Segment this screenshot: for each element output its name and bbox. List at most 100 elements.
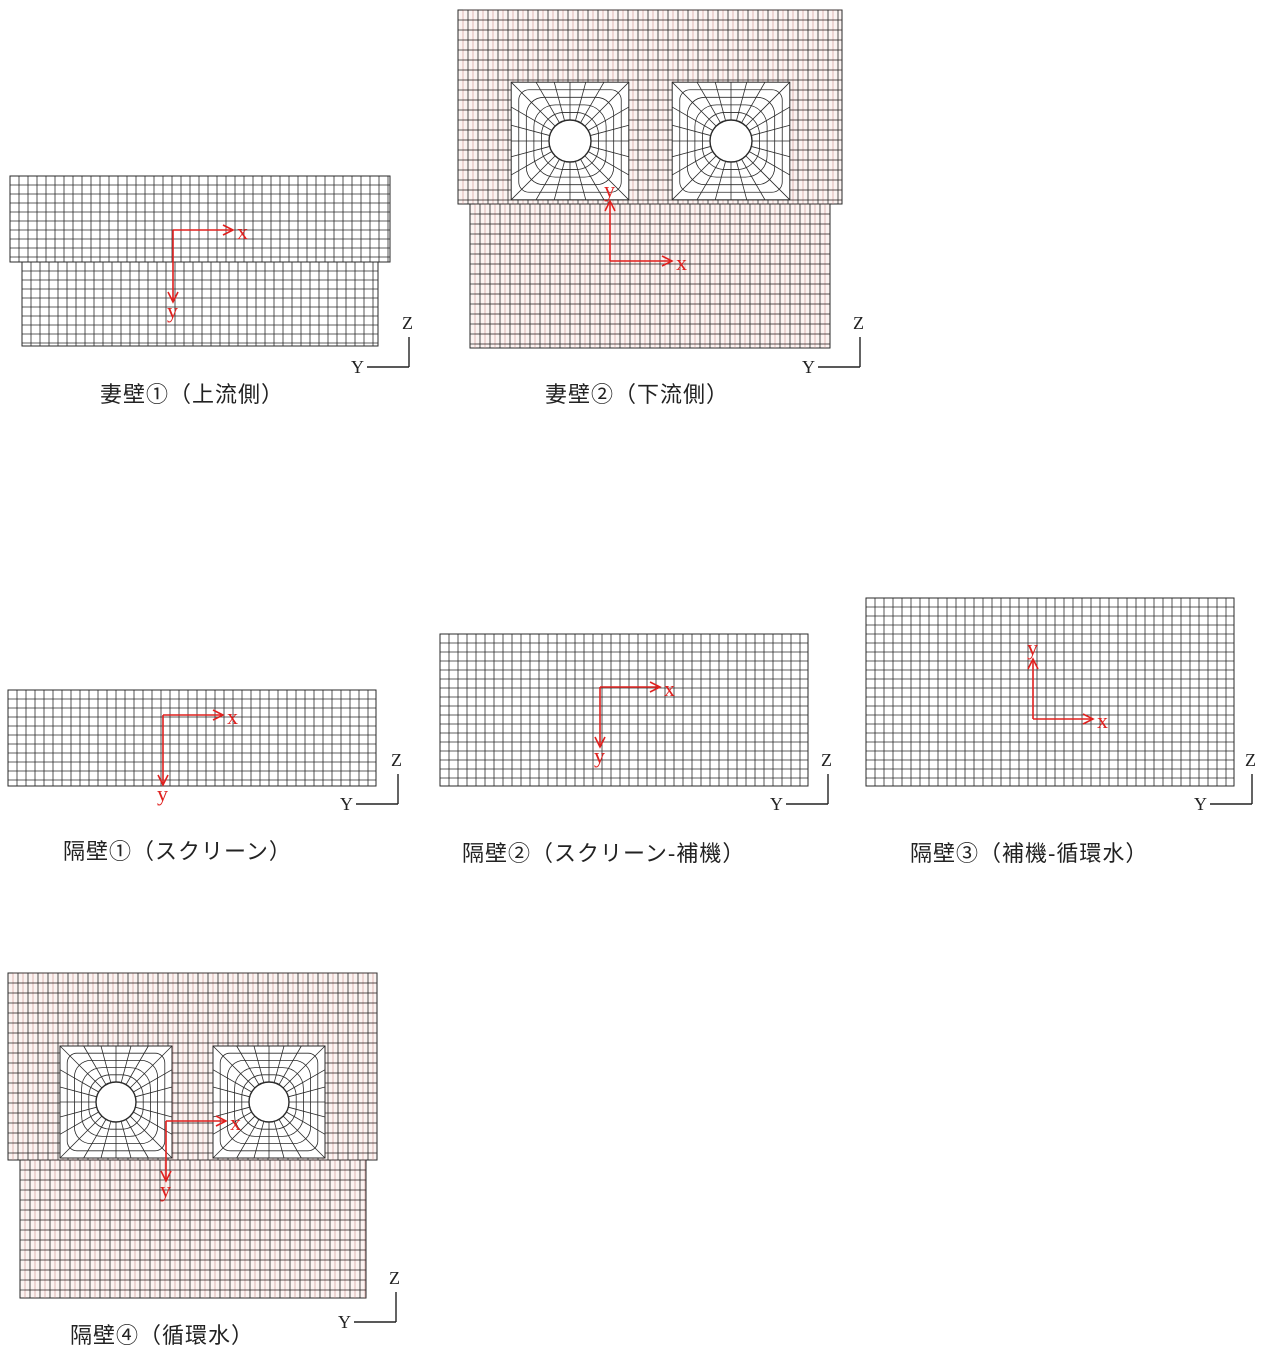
opening-radial-line	[575, 82, 587, 121]
opening-radial-line	[714, 82, 726, 121]
opening-radial-line	[236, 1119, 260, 1159]
opening-radial-line	[714, 161, 726, 200]
opening-radial-line	[672, 124, 711, 136]
opening-radial-line	[273, 1045, 285, 1083]
opening-hole	[248, 1081, 290, 1123]
opening-radial-line	[59, 1086, 97, 1098]
global-y-label: Y	[351, 357, 364, 377]
opening-radial-line	[288, 1086, 326, 1098]
local-x-label: x	[237, 219, 248, 244]
local-x-label: x	[676, 250, 687, 275]
mesh-lines	[21, 261, 378, 346]
opening-radial-line	[584, 155, 630, 201]
global-y-label: Y	[1194, 794, 1207, 814]
opening-ring	[702, 112, 760, 170]
opening-ring	[74, 1060, 158, 1145]
opening-radial-line	[510, 155, 556, 201]
opening-radial-line	[696, 81, 721, 124]
local-y-label: y	[1027, 635, 1038, 660]
opening-radial-line	[59, 1106, 97, 1118]
global-z-label: Z	[821, 750, 832, 770]
local-x-arrowhead	[649, 681, 662, 693]
opening-radial-line	[751, 146, 790, 158]
local-y-arrowhead	[594, 736, 606, 749]
opening-radial-line	[133, 1069, 173, 1093]
opening-radial-line	[672, 151, 714, 176]
opening-radial-line	[511, 146, 550, 158]
mesh-outline	[865, 597, 1235, 787]
opening-radial-line	[587, 151, 629, 176]
opening-radial-line	[129, 1115, 173, 1159]
mesh-lines	[439, 633, 808, 786]
opening-radial-line	[286, 1069, 326, 1093]
opening-radial-line	[83, 1119, 107, 1159]
caption-partition-2: 隔壁②（スクリーン-補機）	[462, 842, 746, 867]
opening-radial-line	[748, 151, 790, 176]
opening-radial-line	[59, 1115, 103, 1159]
mesh-outline	[7, 689, 377, 787]
mesh-outline	[439, 633, 809, 787]
opening-radial-line	[135, 1106, 173, 1118]
opening-radial-line	[741, 158, 766, 201]
caption-endwall-1: 妻壁①（上流側）	[100, 383, 285, 408]
global-y-label: Y	[338, 1312, 351, 1332]
opening-radial-line	[100, 1121, 112, 1159]
opening-radial-line	[212, 1111, 252, 1135]
local-y-arrowhead	[1027, 657, 1039, 670]
opening-radial-line	[751, 124, 790, 136]
mesh-lines	[469, 203, 831, 348]
local-y-label: y	[167, 298, 178, 323]
opening-radial-line	[510, 81, 556, 127]
opening-radial-line	[282, 1115, 326, 1159]
mesh-lines	[865, 597, 1234, 786]
opening-radial-line	[535, 158, 560, 201]
opening-ring	[66, 1052, 166, 1152]
opening-radial-line	[278, 1119, 302, 1159]
opening-ring	[226, 1060, 311, 1145]
opening-hole	[95, 1081, 137, 1123]
opening-radial-line	[120, 1121, 132, 1159]
opening-ring	[241, 1074, 297, 1130]
caption-partition-4: 隔壁④（循環水）	[70, 1324, 255, 1349]
opening-radial-line	[100, 1045, 112, 1083]
opening-radial-line	[59, 1069, 99, 1093]
opening-radial-line	[672, 106, 714, 131]
opening-ring	[518, 89, 622, 193]
opening-radial-line	[125, 1119, 149, 1159]
opening-radial-line	[511, 124, 550, 136]
local-y-label: y	[594, 743, 605, 768]
opening-radial-line	[59, 1111, 99, 1135]
opening-radial-line	[212, 1086, 250, 1098]
opening-radial-line	[282, 1045, 326, 1089]
opening-ring	[679, 89, 783, 193]
opening-radial-line	[590, 146, 629, 158]
global-y-label: Y	[802, 357, 815, 377]
opening-radial-line	[83, 1045, 107, 1085]
global-z-label: Z	[391, 750, 402, 770]
local-x-label: x	[664, 676, 675, 701]
global-y-label: Y	[770, 794, 783, 814]
opening-radial-line	[587, 106, 629, 131]
local-x-label: x	[227, 704, 238, 729]
opening-ring	[81, 1067, 151, 1137]
opening-ring	[686, 96, 776, 186]
opening-radial-line	[212, 1069, 252, 1093]
opening-radial-line	[511, 151, 553, 176]
caption-partition-1: 隔壁①（スクリーン）	[63, 840, 292, 865]
local-x-arrowhead	[222, 224, 235, 236]
opening-radial-line	[671, 155, 717, 201]
local-y-arrowhead	[157, 774, 169, 787]
opening-ring	[694, 104, 768, 178]
opening-radial-line	[553, 161, 565, 200]
opening-radial-line	[590, 124, 629, 136]
caption-endwall-2: 妻壁②（下流側）	[545, 383, 730, 408]
opening-radial-line	[511, 106, 553, 131]
opening-radial-line	[580, 158, 605, 201]
opening-radial-line	[575, 161, 587, 200]
opening-ring	[525, 96, 615, 186]
opening-radial-line	[748, 106, 790, 131]
opening-ring	[533, 104, 607, 178]
